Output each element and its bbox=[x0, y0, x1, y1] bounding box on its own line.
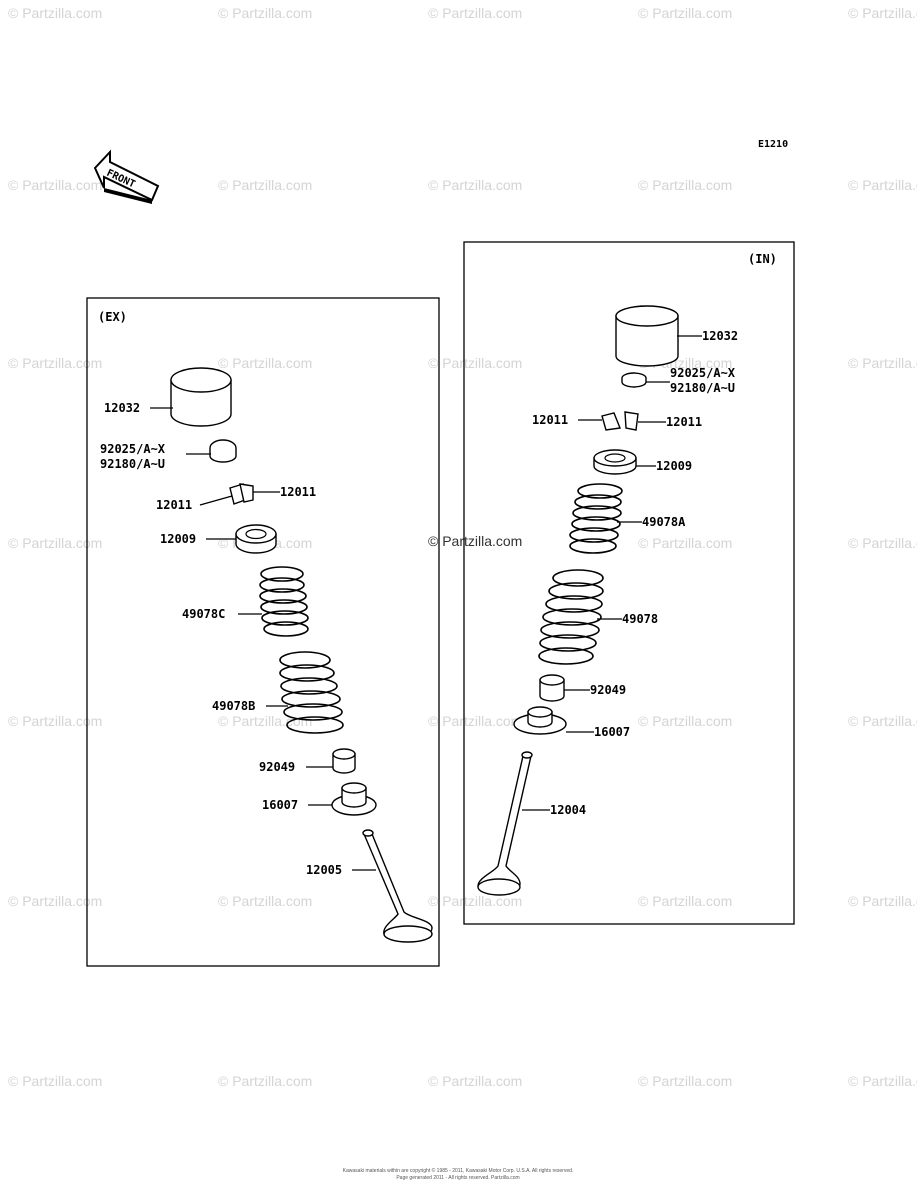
watermark: © Partzilla.com bbox=[638, 535, 732, 551]
watermark: © Partzilla.com bbox=[848, 5, 917, 21]
watermark-center: © Partzilla.com bbox=[428, 533, 522, 549]
retainer-part bbox=[235, 524, 277, 554]
watermark: © Partzilla.com bbox=[638, 1073, 732, 1089]
part-label-valve: 12004 bbox=[550, 803, 586, 817]
part-label-spring-inner: 49078A bbox=[642, 515, 686, 529]
watermark: © Partzilla.com bbox=[218, 177, 312, 193]
spring-seat-part bbox=[331, 782, 377, 816]
front-arrow-icon: FRONT bbox=[93, 149, 160, 204]
part-label-spring-outer: 49078B bbox=[212, 699, 255, 713]
watermark: © Partzilla.com bbox=[848, 355, 917, 371]
part-label-retainer: 12009 bbox=[160, 532, 196, 546]
watermark: © Partzilla.com bbox=[428, 893, 522, 909]
watermark: © Partzilla.com bbox=[428, 1073, 522, 1089]
part-label-shim-1: 92025/A~X bbox=[100, 442, 166, 456]
watermark: © Partzilla.com bbox=[848, 177, 917, 193]
stem-seal-part bbox=[539, 674, 565, 702]
intake-label: (IN) bbox=[748, 252, 777, 266]
part-label-shim-2: 92180/A~U bbox=[670, 381, 735, 395]
part-label-keeper-right: 12011 bbox=[280, 485, 316, 499]
part-label-stem-seal: 92049 bbox=[590, 683, 626, 697]
part-label-valve: 12005 bbox=[306, 863, 342, 877]
part-label-spring-seat: 16007 bbox=[594, 725, 630, 739]
watermark: © Partzilla.com bbox=[428, 355, 522, 371]
watermark-layer: © Partzilla.com © Partzilla.com © Partzi… bbox=[8, 5, 917, 1089]
part-label-spring-seat: 16007 bbox=[262, 798, 298, 812]
watermark: © Partzilla.com bbox=[848, 1073, 917, 1089]
tappet-part bbox=[615, 305, 679, 367]
watermark: © Partzilla.com bbox=[428, 713, 522, 729]
part-label-spring-inner: 49078C bbox=[182, 607, 225, 621]
copyright-line-1: Kawasaki materials within are copyright … bbox=[343, 1167, 574, 1174]
exhaust-panel: (EX) 12032 92025/A~X 92180/A~U 12011 120… bbox=[86, 297, 440, 967]
spring-seat-part bbox=[513, 706, 567, 735]
watermark: © Partzilla.com bbox=[8, 355, 102, 371]
part-label-shim-1: 92025/A~X bbox=[670, 366, 736, 380]
part-label-keeper-left: 12011 bbox=[532, 413, 568, 427]
part-label-tappet: 12032 bbox=[104, 401, 140, 415]
watermark: © Partzilla.com bbox=[848, 893, 917, 909]
valve-part bbox=[477, 751, 533, 896]
part-label-stem-seal: 92049 bbox=[259, 760, 295, 774]
shim-part bbox=[209, 439, 237, 463]
watermark: © Partzilla.com bbox=[638, 713, 732, 729]
watermark: © Partzilla.com bbox=[8, 893, 102, 909]
watermark: © Partzilla.com bbox=[218, 713, 312, 729]
watermark: © Partzilla.com bbox=[8, 713, 102, 729]
spring-outer-part bbox=[538, 569, 604, 665]
watermark: © Partzilla.com bbox=[218, 5, 312, 21]
diagram-code: E1210 bbox=[758, 139, 788, 150]
part-label-keeper-left: 12011 bbox=[156, 498, 192, 512]
watermark: © Partzilla.com bbox=[218, 1073, 312, 1089]
spring-outer-part bbox=[279, 651, 344, 734]
tappet-part bbox=[170, 367, 232, 427]
valve-part bbox=[362, 829, 433, 943]
part-label-shim-2: 92180/A~U bbox=[100, 457, 165, 471]
spring-inner-part bbox=[259, 566, 309, 637]
stem-seal-part bbox=[332, 748, 356, 774]
keeper-part bbox=[601, 411, 639, 431]
watermark: © Partzilla.com bbox=[638, 893, 732, 909]
watermark: © Partzilla.com bbox=[638, 5, 732, 21]
watermark: © Partzilla.com bbox=[848, 713, 917, 729]
watermark: © Partzilla.com bbox=[638, 177, 732, 193]
shim-part bbox=[621, 372, 647, 388]
watermark: © Partzilla.com bbox=[848, 535, 917, 551]
retainer-part bbox=[593, 449, 637, 475]
part-label-retainer: 12009 bbox=[656, 459, 692, 473]
part-label-spring-outer: 49078 bbox=[622, 612, 658, 626]
watermark: © Partzilla.com bbox=[8, 1073, 102, 1089]
keeper-part bbox=[229, 483, 254, 505]
watermark: © Partzilla.com bbox=[428, 177, 522, 193]
intake-frame bbox=[463, 241, 795, 925]
watermark: © Partzilla.com bbox=[8, 535, 102, 551]
watermark: © Partzilla.com bbox=[218, 355, 312, 371]
part-label-tappet: 12032 bbox=[702, 329, 738, 343]
intake-panel: (IN) 12032 92025/A~X 92180/A~U 12011 120… bbox=[463, 241, 795, 925]
exhaust-frame bbox=[86, 297, 440, 967]
spring-inner-part bbox=[569, 483, 623, 554]
part-label-keeper-right: 12011 bbox=[666, 415, 702, 429]
watermark: © Partzilla.com bbox=[8, 177, 102, 193]
copyright-line-2: Page generated 2011 - All rights reserve… bbox=[396, 1175, 519, 1181]
watermark: © Partzilla.com bbox=[8, 5, 102, 21]
watermark: © Partzilla.com bbox=[218, 893, 312, 909]
exhaust-label: (EX) bbox=[98, 310, 127, 324]
watermark: © Partzilla.com bbox=[428, 5, 522, 21]
